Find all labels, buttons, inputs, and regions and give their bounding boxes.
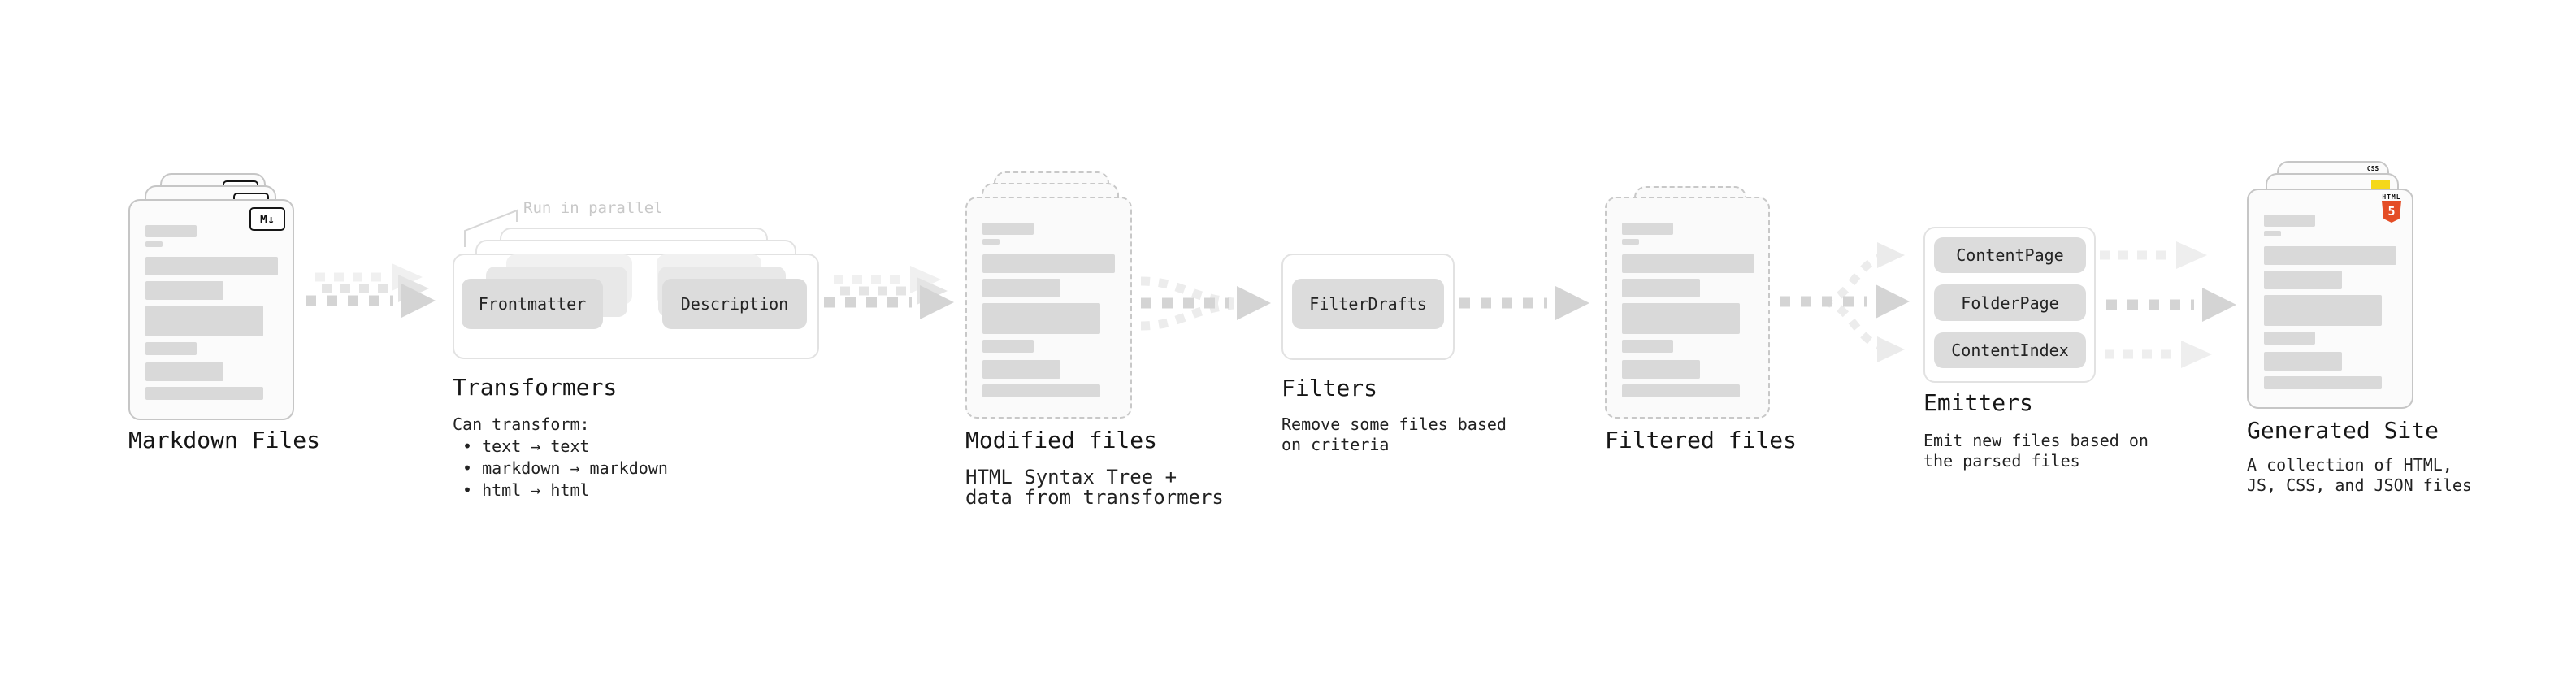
node-title-filtered-files: Filtered files [1605, 427, 1798, 453]
js-icon [2371, 180, 2390, 190]
markdown-file-card-front: M↓ [128, 199, 294, 420]
text-placeholder-bars [982, 223, 1115, 397]
text-placeholder-bars [145, 225, 278, 400]
arrow-modified-to-filters [1141, 276, 1271, 331]
node-title-modified-files: Modified files [965, 427, 1158, 453]
site-file-card-front: HTML 5 [2247, 189, 2413, 409]
text-placeholder-bars [1622, 223, 1754, 397]
filtered-file-card-front [1605, 197, 1770, 419]
arrow-filters-to-filtered [1459, 286, 1589, 320]
node-title-emitters: Emitters [1923, 389, 2033, 416]
html5-icon-shield: 5 [2382, 201, 2401, 223]
text-placeholder-bars [2264, 215, 2396, 389]
transform-bullet: • markdown → markdown [462, 458, 668, 478]
node-title-markdown-files: Markdown Files [128, 427, 321, 453]
transform-bullet: • html → html [462, 480, 590, 500]
generated-site-subtitle: A collection of HTML, JS, CSS, and JSON … [2247, 455, 2472, 495]
arrow-transformers-to-modified [824, 266, 954, 319]
node-title-transformers: Transformers [453, 374, 618, 401]
filterdrafts-chip: FilterDrafts [1292, 279, 1444, 329]
arrow-markdown-to-transformers [306, 263, 436, 318]
folderpage-chip: FolderPage [1934, 284, 2086, 321]
transformers-description-heading: Can transform: [453, 414, 590, 434]
frontmatter-chip: Frontmatter [462, 279, 603, 329]
node-title-filters: Filters [1281, 375, 1378, 401]
transform-bullet: • text → text [462, 436, 590, 456]
filters-subtitle: Remove some files based on criteria [1281, 414, 1507, 454]
markdown-icon: M↓ [249, 207, 285, 231]
transformers-description: Can transform: • text → text • markdown … [453, 414, 668, 501]
node-title-generated-site: Generated Site [2247, 417, 2439, 444]
html5-icon: HTML 5 [2381, 193, 2402, 223]
modified-file-card-front [965, 197, 1132, 419]
contentindex-chip: ContentIndex [1934, 332, 2086, 368]
css-icon-label: CSS [2366, 165, 2379, 172]
contentpage-chip: ContentPage [1934, 237, 2086, 273]
html5-icon-word: HTML [2382, 193, 2401, 201]
run-in-parallel-label: Run in parallel [523, 199, 663, 217]
modified-files-subtitle: HTML Syntax Tree + data from transformer… [965, 466, 1224, 509]
description-chip: Description [662, 279, 807, 329]
emitters-subtitle: Emit new files based on the parsed files [1923, 431, 2149, 471]
run-in-parallel-callout-line [464, 209, 518, 247]
arrow-emitters-to-site [2100, 241, 2236, 368]
arrow-filtered-to-emitters [1780, 242, 1910, 362]
